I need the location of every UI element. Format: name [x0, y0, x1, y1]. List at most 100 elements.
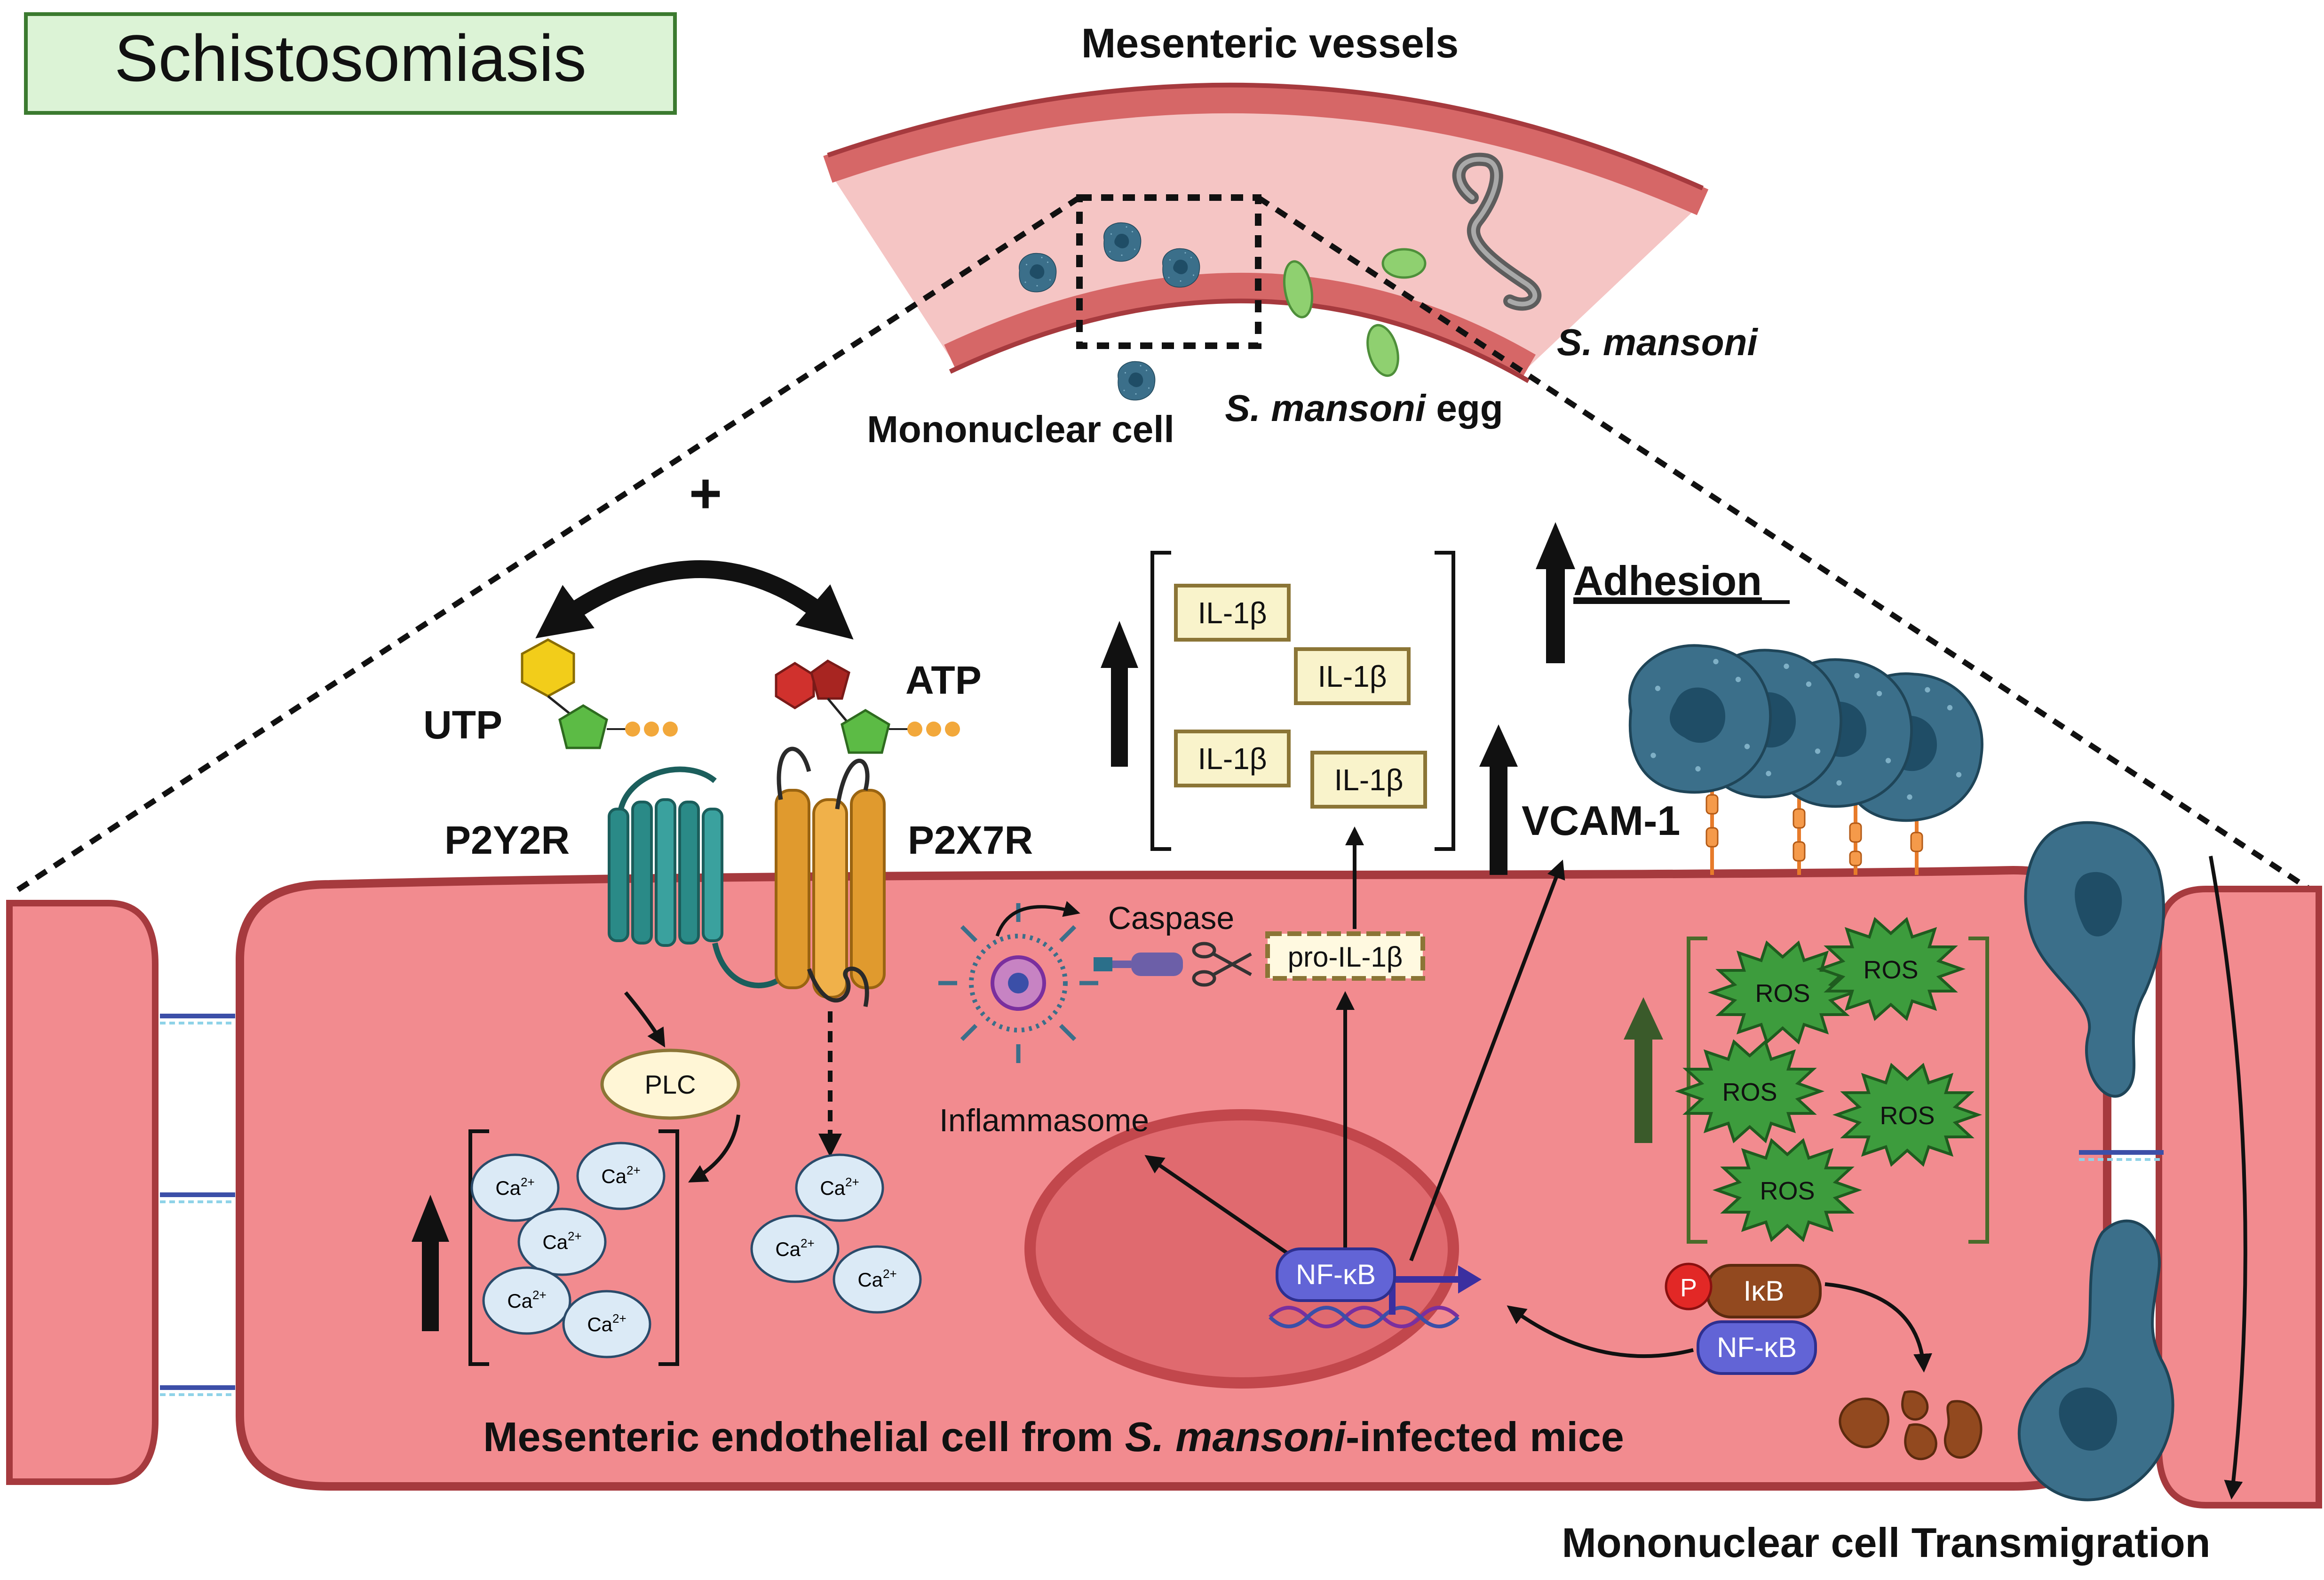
- svg-text:IL-1β: IL-1β: [1198, 596, 1267, 630]
- transmigration-arrow: [2209, 856, 2247, 1500]
- nfkb-cytoplasmic: [1697, 1320, 1817, 1375]
- ros-label: ROS: [1760, 1177, 1815, 1205]
- utp-atp-feedback-arrow: [535, 560, 854, 640]
- ros-molecule: ROS: [1674, 1039, 1825, 1143]
- calcium-ion: Ca2+: [484, 1268, 570, 1334]
- adhesion-label: Adhesion: [1573, 557, 1762, 604]
- utp-molecule: [521, 638, 678, 749]
- p2y2r-label: P2Y2R: [444, 818, 570, 862]
- nfkb-nuclear: [1276, 1247, 1396, 1302]
- egg-label: S. mansoni egg: [1225, 387, 1503, 429]
- svg-text:Ca2+: Ca2+: [820, 1175, 859, 1199]
- p2y2r-to-plc-arrow: [624, 991, 666, 1048]
- nfkb-translocation-arrow: [1507, 1305, 1694, 1358]
- ros-molecule: ROS: [1816, 917, 1966, 1021]
- il1b-cytokine: IL-1β: [1174, 584, 1291, 642]
- svg-text:IL-1β: IL-1β: [1317, 659, 1387, 693]
- vcam1-label: VCAM-1: [1522, 797, 1680, 844]
- svg-text:Ca2+: Ca2+: [495, 1175, 534, 1199]
- calcium-ion: Ca2+: [519, 1209, 605, 1275]
- svg-text:Ca2+: Ca2+: [857, 1267, 896, 1291]
- pro-il1b-box: [1265, 931, 1425, 981]
- transmigration-label: Mononuclear cell Transmigration: [1562, 1519, 2211, 1566]
- pro-il1b-label: pro-IL-1β: [1288, 941, 1403, 973]
- adhesion-increase-arrow: [1536, 522, 1575, 663]
- page-title: Schistosomiasis: [114, 21, 587, 95]
- scissors-icon: [1192, 942, 1252, 987]
- ros-label: ROS: [1722, 1078, 1777, 1106]
- il1b-bracket: [1150, 551, 1455, 851]
- ros-label: ROS: [1863, 956, 1918, 984]
- ros-label: ROS: [1755, 979, 1810, 1008]
- calcium-ion: Ca2+: [563, 1291, 650, 1357]
- inflammasome-label: Inflammasome: [939, 1103, 1149, 1138]
- svg-text:Ca2+: Ca2+: [601, 1163, 640, 1187]
- p2x7r-label: P2X7R: [908, 818, 1033, 862]
- tight-junctions: [160, 1014, 2164, 1396]
- egg-icon: [1283, 248, 1427, 377]
- il1b-increase-arrow: [1101, 621, 1138, 767]
- ikb-degradation-arrow: [1824, 1282, 1932, 1373]
- ros-molecule: ROS: [1707, 940, 1858, 1045]
- endothelial-cell-label: Mesenteric endothelial cell from S. mans…: [483, 1413, 1624, 1460]
- degraded-ikb-icon: [1839, 1390, 1983, 1461]
- vcam1-molecule-segments: [1705, 794, 1923, 866]
- caspase-icon: [1094, 953, 1183, 976]
- ros-label: ROS: [1880, 1102, 1935, 1130]
- calcium-ion: Ca2+: [578, 1143, 664, 1209]
- plc-to-calcium-arrow: [688, 1114, 740, 1183]
- plus-sign: +: [689, 462, 722, 525]
- zoom-line-right: [1256, 195, 2318, 897]
- ros-molecule: ROS: [1712, 1138, 1863, 1242]
- p2y2r-receptor: [608, 766, 783, 989]
- inflammasome-to-caspase-arrow: [995, 901, 1080, 937]
- utp-label: UTP: [423, 703, 502, 747]
- ros-molecule: ROS: [1832, 1063, 1983, 1167]
- il1b-cytokine: IL-1β: [1174, 730, 1291, 787]
- caspase-label: Caspase: [1108, 900, 1234, 936]
- mononuclear-cell-label: Mononuclear cell: [867, 408, 1174, 450]
- title-box: [24, 12, 677, 115]
- zoom-line-left: [10, 195, 1081, 897]
- vessels-label: Mesenteric vessels: [1081, 20, 1459, 66]
- nfkb-cytoplasmic-label: NF-κB: [1717, 1332, 1797, 1363]
- atp-molecule: [775, 659, 960, 754]
- ikb-label: IκB: [1744, 1275, 1785, 1307]
- p2x7r-receptor: [775, 746, 886, 1007]
- nfkb-to-inflammasome-arrow: [1144, 1155, 1300, 1262]
- svg-text:Ca2+: Ca2+: [775, 1236, 814, 1260]
- phosphate-label: P: [1680, 1274, 1697, 1302]
- ros-group: ROS ROS ROS ROS ROS: [1674, 917, 1983, 1242]
- svg-text:IL-1β: IL-1β: [1198, 742, 1267, 776]
- atp-label: ATP: [905, 658, 982, 702]
- plc-enzyme: [600, 1048, 740, 1120]
- il1b-cytokine: IL-1β: [1310, 751, 1427, 809]
- plc-label: PLC: [645, 1070, 696, 1099]
- nfkb-nuclear-label: NF-κB: [1296, 1259, 1376, 1290]
- nfkb-to-vcam1-arrow: [1409, 859, 1565, 1262]
- calcium-ion: Ca2+: [834, 1247, 920, 1312]
- svg-text:Ca2+: Ca2+: [587, 1311, 626, 1335]
- s-mansoni-worm-icon: [1452, 152, 1542, 311]
- ros-increase-arrow: [1624, 997, 1663, 1143]
- inflammasome-icon: [938, 903, 1098, 1063]
- phosphate-icon: [1665, 1262, 1713, 1310]
- calcium-ion: Ca2+: [472, 1155, 558, 1221]
- neighbor-cell-left: [6, 900, 159, 1485]
- zoom-box: [1076, 194, 1261, 349]
- adhered-mononuclear-cells: [1630, 645, 1982, 820]
- transcription-arrowhead-icon: [1458, 1265, 1482, 1294]
- svg-text:Ca2+: Ca2+: [542, 1229, 581, 1253]
- nucleus: [1024, 1109, 1459, 1389]
- calcium-ion: Ca2+: [796, 1155, 883, 1221]
- dna-strand-icon: [1269, 1306, 1459, 1328]
- svg-text:Ca2+: Ca2+: [507, 1288, 546, 1312]
- vcam1-increase-arrow: [1479, 724, 1518, 875]
- calcium-ion: Ca2+: [752, 1216, 838, 1282]
- svg-text:IL-1β: IL-1β: [1334, 763, 1403, 797]
- s-mansoni-label: S. mansoni: [1557, 321, 1759, 363]
- calcium-bracket: [468, 1129, 679, 1366]
- il1b-cytokine: IL-1β: [1294, 647, 1411, 705]
